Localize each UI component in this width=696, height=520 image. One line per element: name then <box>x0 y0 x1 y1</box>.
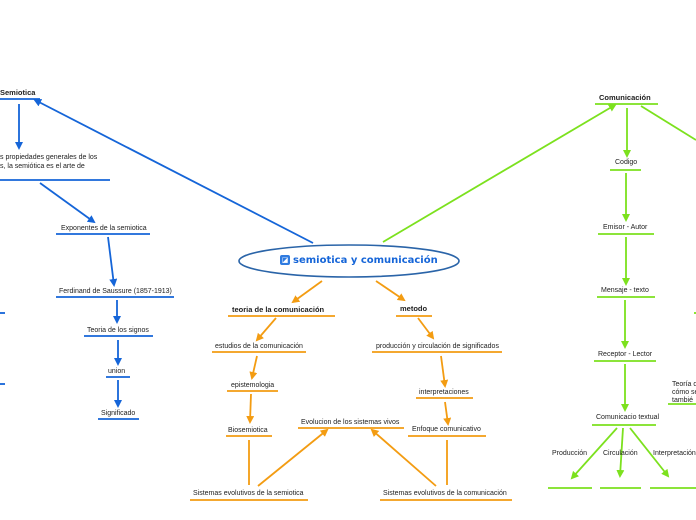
node-sistemas-semiotica[interactable]: Sistemas evolutivos de la semiotica <box>193 490 304 497</box>
node-evolucion-sistemas-vivos[interactable]: Evolucion de los sistemas vivos <box>301 419 400 426</box>
node-teoria-partial-line2[interactable]: cómo se <box>672 389 696 396</box>
node-sistemas-comunicacion[interactable]: Sistemas evolutivos de la comunicación <box>383 490 507 497</box>
node-interpretaciones[interactable]: interpretaciones <box>419 389 469 396</box>
node-teoria-signos[interactable]: Teoria de los signos <box>87 327 149 334</box>
teoria-metodo-branches <box>190 280 512 501</box>
node-semiotica-definition-line1[interactable]: s propiedades generales de los <box>0 154 98 161</box>
node-metodo[interactable]: metodo <box>400 304 428 313</box>
comunicacion-branch <box>382 103 696 489</box>
node-teoria-partial-line1[interactable]: Teoría d <box>672 381 696 388</box>
node-significado[interactable]: Significado <box>101 410 136 417</box>
node-saussure[interactable]: Ferdinand de Saussure (1857-1913) <box>59 288 172 295</box>
central-topic[interactable]: ◪semiotica y comunicación <box>280 255 438 266</box>
node-produccion[interactable]: Producción <box>552 450 588 457</box>
central-topic-ellipse[interactable] <box>238 244 460 278</box>
node-produccion-circulacion[interactable]: producción y circulación de significados <box>376 343 499 350</box>
node-circulacion[interactable]: Circulación <box>603 450 638 457</box>
node-exponentes[interactable]: Exponentes de la semiotica <box>61 225 147 232</box>
node-semiotica[interactable]: Semiotica <box>0 88 36 97</box>
node-epistemologia[interactable]: epistemologia <box>231 382 275 389</box>
node-teoria-partial-line3[interactable]: tambié <box>672 397 694 404</box>
node-semiotica-definition-line2[interactable]: s, la semiótica es el arte de <box>0 163 85 170</box>
node-receptor-lector[interactable]: Receptor - Lector <box>598 351 653 358</box>
node-interpretacion[interactable]: Interpretación <box>653 450 696 457</box>
node-comunicacion-textual[interactable]: Comunicacio textual <box>596 414 660 421</box>
semiotica-branch <box>0 98 314 420</box>
node-codigo[interactable]: Codigo <box>615 159 638 166</box>
central-topic-label: semiotica y comunicación <box>293 255 438 266</box>
map-icon: ◪ <box>280 255 290 265</box>
node-enfoque-comunicativo[interactable]: Enfoque comunicativo <box>412 426 481 433</box>
node-emisor-autor[interactable]: Emisor - Autor <box>603 224 648 231</box>
node-union[interactable]: union <box>108 368 126 375</box>
node-mensaje-texto[interactable]: Mensaje - texto <box>601 287 649 294</box>
node-biosemiotica[interactable]: Biosemiotica <box>228 427 268 434</box>
node-comunicacion[interactable]: Comunicación <box>599 93 651 102</box>
node-estudios[interactable]: estudios de la comunicación <box>215 343 303 350</box>
node-teoria-comunicacion[interactable]: teoria de la comunicación <box>232 305 325 314</box>
